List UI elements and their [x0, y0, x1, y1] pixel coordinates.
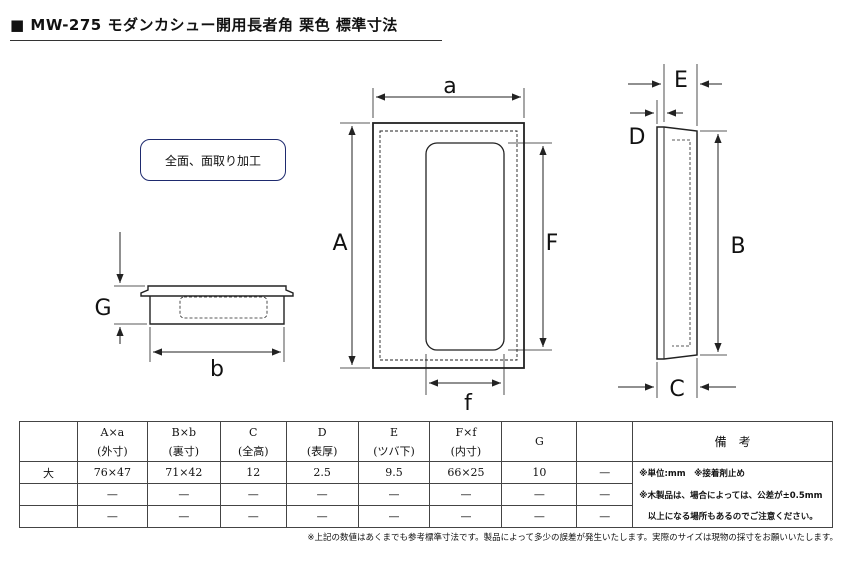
- row-label: [19, 505, 78, 528]
- table-header-cell: B×b(裏寸): [146, 421, 221, 462]
- label-F: F: [546, 231, 559, 256]
- chamfer-note: 全面、面取り加工: [140, 139, 286, 181]
- label-a: a: [443, 74, 456, 99]
- bottom-flange: [140, 285, 294, 297]
- side-outline: [656, 126, 698, 360]
- spec-table: A×a(外寸) B×b(裏寸) C(全高) D(表厚) E(ツバ下) F×f(内…: [19, 421, 833, 528]
- technical-drawing: a A F f E D B C G b: [94, 64, 746, 416]
- chamfer-note-text: 全面、面取り加工: [164, 153, 261, 168]
- table-cell: —: [576, 483, 634, 506]
- page-title: ■ MW-275 モダンカシュー開用長者角 栗色 標準寸法: [10, 16, 398, 34]
- table-cell: —: [76, 483, 148, 506]
- table-header-cell: A×a(外寸): [76, 421, 148, 462]
- table-cell: —: [76, 505, 148, 528]
- table-cell: 71×42: [146, 461, 221, 484]
- label-D: D: [629, 125, 646, 150]
- table-cell: —: [285, 483, 359, 506]
- table-row: — — — — — — — — 以上になる場所もあるのでご注意ください。: [19, 505, 833, 528]
- table-row: 大 76×47 71×42 12 2.5 9.5 66×25 10 — ※単位:…: [19, 461, 833, 484]
- table-cell: 12: [219, 461, 287, 484]
- table-cell: —: [219, 505, 287, 528]
- remark-line: 以上になる場所もあるのでご注意ください。: [632, 505, 833, 528]
- table-cell: 2.5: [285, 461, 359, 484]
- table-header-corner: [19, 421, 78, 462]
- label-A: A: [332, 231, 347, 256]
- table-cell: —: [576, 505, 634, 528]
- table-cell: —: [146, 505, 221, 528]
- bottom-view: [114, 232, 294, 362]
- footnote: ※上記の数値はあくまでも参考標準寸法です。製品によって多少の誤差が発生いたします…: [307, 533, 838, 543]
- table-cell: —: [501, 483, 578, 506]
- table-header-cell: C(全高): [219, 421, 287, 462]
- side-hidden-line: [672, 139, 691, 347]
- front-recess: [425, 142, 505, 351]
- remark-line: ※木製品は、場合によっては、公差が±0.5mm: [632, 483, 833, 506]
- front-outer-rect: [372, 122, 525, 369]
- table-cell: 66×25: [429, 461, 503, 484]
- table-header-cell: E(ツバ下): [357, 421, 431, 462]
- table-cell: 76×47: [76, 461, 148, 484]
- bottom-body: [149, 296, 285, 325]
- table-cell: —: [219, 483, 287, 506]
- row-label: [19, 483, 78, 506]
- remark-line: ※単位:mm ※接着剤止め: [632, 461, 833, 484]
- front-back-outline: [379, 130, 518, 361]
- title-underline: [10, 40, 442, 41]
- table-header-cell: [576, 421, 634, 462]
- table-cell: —: [285, 505, 359, 528]
- side-view: [618, 64, 736, 398]
- table-cell: —: [576, 461, 634, 484]
- table-cell: —: [429, 505, 503, 528]
- label-C: C: [669, 377, 684, 402]
- table-cell: 10: [501, 461, 578, 484]
- label-b: b: [210, 357, 224, 382]
- table-cell: —: [501, 505, 578, 528]
- front-view: [340, 88, 552, 395]
- table-cell: —: [357, 505, 431, 528]
- label-f: f: [464, 391, 473, 416]
- table-cell: —: [357, 483, 431, 506]
- label-G: G: [94, 296, 111, 321]
- table-cell: —: [429, 483, 503, 506]
- table-header-cell: F×f(内寸): [429, 421, 503, 462]
- table-header-cell: G: [501, 421, 578, 462]
- table-header-row: A×a(外寸) B×b(裏寸) C(全高) D(表厚) E(ツバ下) F×f(内…: [19, 421, 833, 462]
- row-label: 大: [19, 461, 78, 484]
- table-header-cell: D(表厚): [285, 421, 359, 462]
- remarks-header: 備 考: [632, 421, 833, 462]
- table-row: — — — — — — — — ※木製品は、場合によっては、公差が±0.5mm: [19, 483, 833, 506]
- bottom-hidden-recess: [179, 296, 268, 319]
- label-B: B: [730, 234, 745, 259]
- label-E: E: [674, 68, 688, 93]
- table-cell: —: [146, 483, 221, 506]
- table-cell: 9.5: [357, 461, 431, 484]
